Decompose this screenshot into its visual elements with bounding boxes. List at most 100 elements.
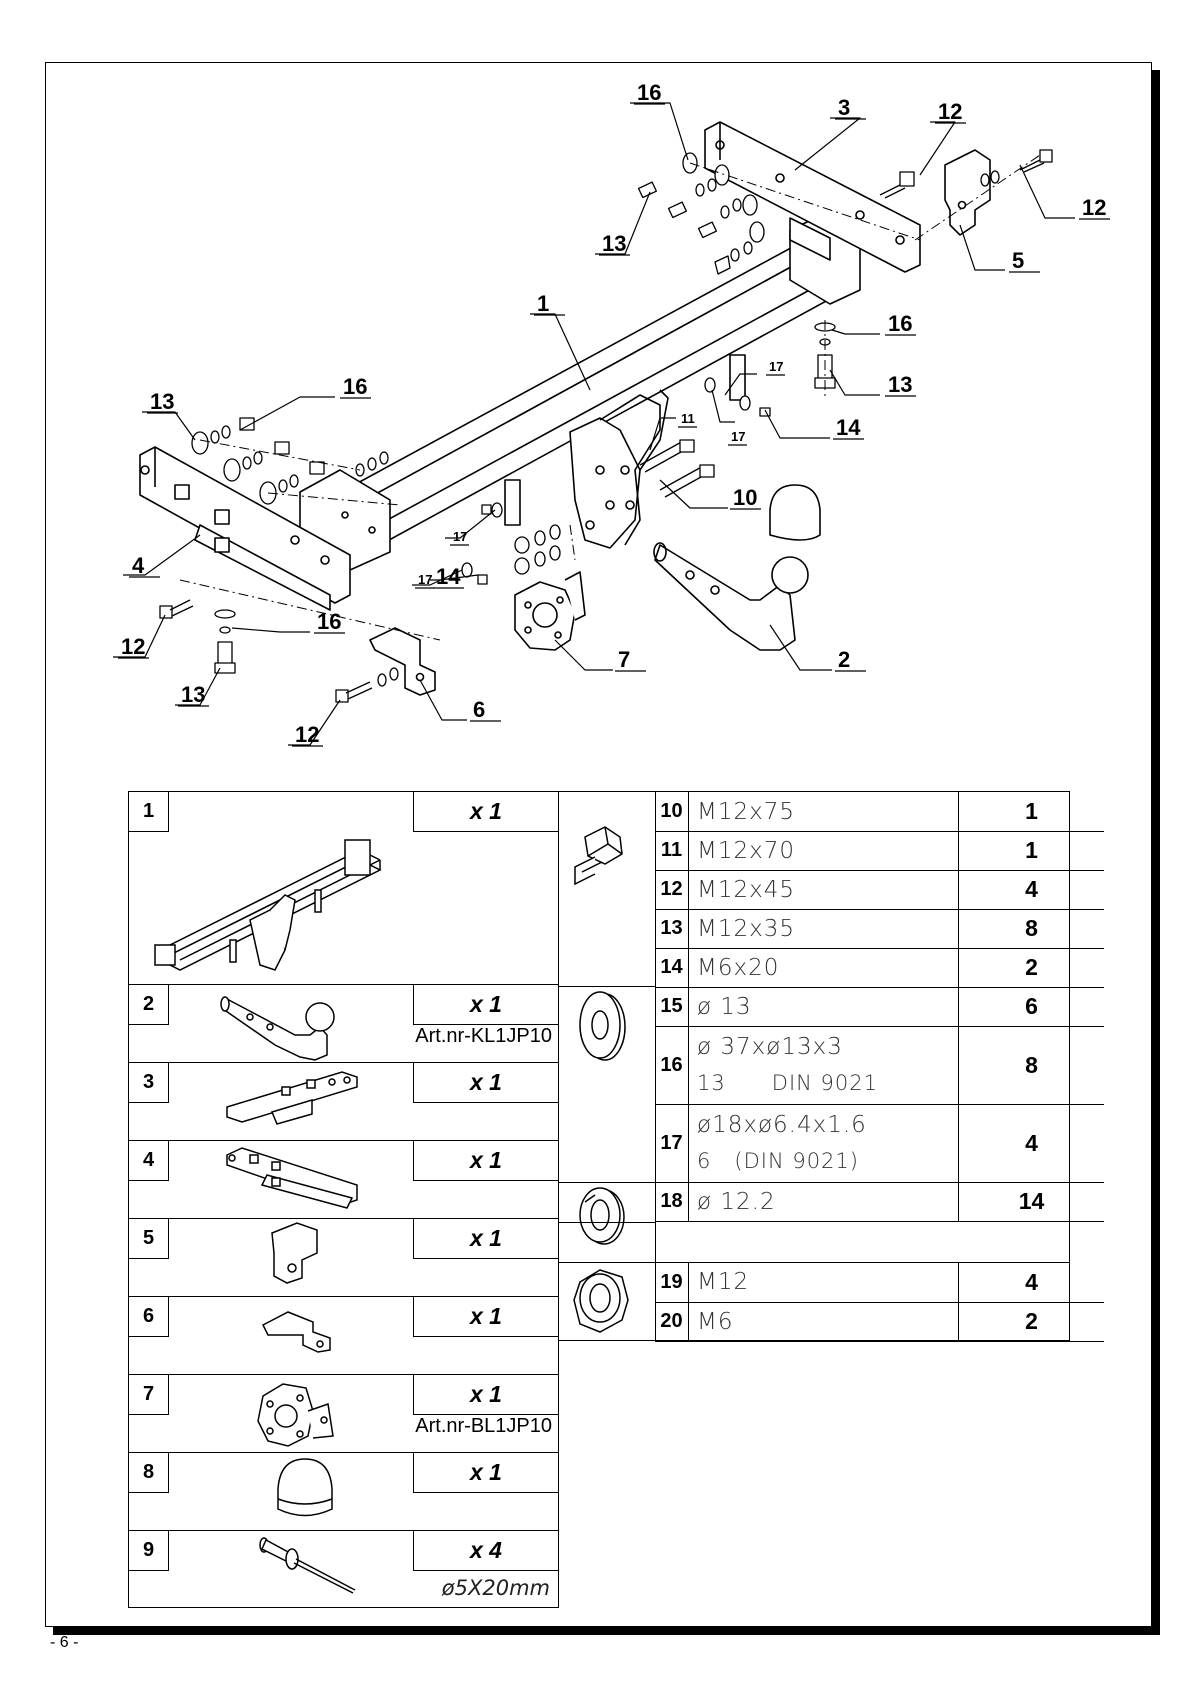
row-divider — [655, 987, 1104, 988]
callout-label-17: 17 — [769, 359, 783, 374]
callout-label-13: 13 — [181, 682, 205, 707]
callout-label-2: 2 — [838, 647, 850, 672]
table-divider — [558, 1262, 1070, 1263]
callout-label-16: 16 — [317, 609, 341, 634]
callout-label-12: 12 — [295, 722, 319, 747]
part-number: 9 — [129, 1531, 169, 1571]
hardware-spec: M12x70 — [689, 831, 959, 870]
hardware-spec: M6x20 — [689, 948, 959, 987]
row-divider — [655, 1104, 1104, 1105]
table-divider — [655, 1262, 656, 1341]
row-divider — [655, 948, 1104, 949]
hardware-spec-line-2: 6 (DIN 9021) — [697, 1149, 859, 1173]
hardware-spec-line-1: ø 37xø13x3 — [697, 1034, 843, 1060]
part-illustration-8 — [270, 1454, 340, 1529]
part-illustration-3 — [222, 1062, 362, 1137]
hardware-item-number: 11 — [655, 831, 689, 870]
hardware-quantity: 2 — [1025, 1308, 1038, 1334]
part-quantity: x 1 — [413, 792, 558, 832]
part-number: 3 — [129, 1063, 169, 1103]
hardware-spec-line-2: 13 DIN 9021 — [697, 1071, 878, 1095]
table-divider — [558, 1222, 655, 1223]
alignment-lines — [179, 154, 1041, 641]
callout-label-17: 17 — [453, 529, 467, 544]
hardware-item-number: 16 — [655, 1026, 689, 1104]
callout-label-6: 6 — [473, 697, 485, 722]
callout-label-16: 16 — [637, 80, 661, 105]
part-number: 4 — [129, 1141, 169, 1181]
hex-nut-icon — [573, 1269, 629, 1333]
hardware-item-number: 10 — [655, 792, 689, 831]
callout-label-14: 14 — [836, 415, 861, 440]
part-quantity: x 4 — [413, 1531, 558, 1571]
hardware-item-number: 17 — [655, 1104, 689, 1182]
page-number: - 6 - — [50, 1634, 79, 1651]
part-row-8: 8 x 1 — [128, 1452, 559, 1531]
part-number: 5 — [129, 1219, 169, 1259]
callout-label-16: 16 — [888, 311, 912, 336]
part-quantity: x 1 — [413, 1453, 558, 1493]
tow-ball-2 — [653, 484, 821, 651]
table-divider — [655, 1182, 656, 1262]
side-plate-4 — [139, 446, 351, 611]
hardware-spec-line-1: ø18xø6.4x1.6 — [697, 1112, 867, 1138]
crossbar — [299, 215, 861, 571]
part-number: 6 — [129, 1297, 169, 1337]
spring-washer-icon — [579, 1187, 625, 1245]
hardware-spec: ø 12.2 — [689, 1182, 959, 1221]
hardware-quantity: 6 — [1025, 993, 1038, 1019]
exploded-assembly-diagram: 1631212513116131717141316111017144171216… — [113, 80, 1110, 747]
hardware-item-number: 20 — [655, 1302, 689, 1341]
callout-label-17: 17 — [731, 429, 745, 444]
callout-label-1: 1 — [537, 291, 549, 316]
bracket-5 — [944, 149, 991, 236]
callout-label-12: 12 — [938, 99, 962, 124]
hardware-spec: M6 — [689, 1302, 959, 1341]
callout-label-14: 14 — [436, 564, 461, 589]
row-divider — [655, 909, 1104, 910]
article-number: Art.nr-KL1JP10 — [415, 1025, 552, 1047]
callout-label-5: 5 — [1012, 248, 1024, 273]
hardware-quantity: 4 — [1025, 1129, 1038, 1156]
hardware-item-number: 19 — [655, 1262, 689, 1302]
row-divider — [655, 831, 1104, 832]
part-illustration-5 — [262, 1218, 332, 1293]
part-row-6: 6 x 1 — [128, 1296, 559, 1375]
row-divider — [655, 870, 1104, 871]
part-number: 2 — [129, 985, 169, 1025]
part-number: 1 — [129, 792, 169, 832]
callout-label-13: 13 — [602, 231, 626, 256]
hardware-spec: ø18xø6.4x1.6 6 (DIN 9021) — [689, 1104, 959, 1182]
hardware-spec: M12 — [689, 1262, 959, 1302]
callout-label-10: 10 — [733, 485, 757, 510]
hardware-item-number: 12 — [655, 870, 689, 909]
hardware-spec: ø 37xø13x3 13 DIN 9021 — [689, 1026, 959, 1104]
table-divider — [655, 791, 656, 1221]
part-illustration-9 — [250, 1535, 360, 1600]
callout-label-7: 7 — [618, 647, 630, 672]
part-quantity: x 1 — [413, 1297, 558, 1337]
callout-label-13: 13 — [888, 372, 912, 397]
row-divider — [655, 1302, 1104, 1303]
callout-label-12: 12 — [1082, 195, 1106, 220]
part-number: 8 — [129, 1453, 169, 1493]
hardware-quantity: 14 — [1018, 1188, 1045, 1214]
table-divider — [558, 1182, 655, 1183]
part-illustration-1 — [150, 810, 400, 985]
row-divider — [655, 1026, 1104, 1027]
article-number: Art.nr-BL1JP10 — [415, 1415, 552, 1437]
part-illustration-4 — [222, 1140, 362, 1215]
row-divider — [655, 1341, 1104, 1342]
hardware-item-number: 14 — [655, 948, 689, 987]
callout-label-3: 3 — [838, 95, 850, 120]
hardware-spec: M12x35 — [689, 909, 959, 948]
part-illustration-2 — [215, 987, 345, 1067]
callout-label-4: 4 — [132, 553, 145, 578]
hardware-quantity: 2 — [1025, 954, 1038, 980]
part-illustration-6 — [258, 1300, 338, 1360]
rivet-size-note: ø5X20mm — [441, 1576, 550, 1600]
